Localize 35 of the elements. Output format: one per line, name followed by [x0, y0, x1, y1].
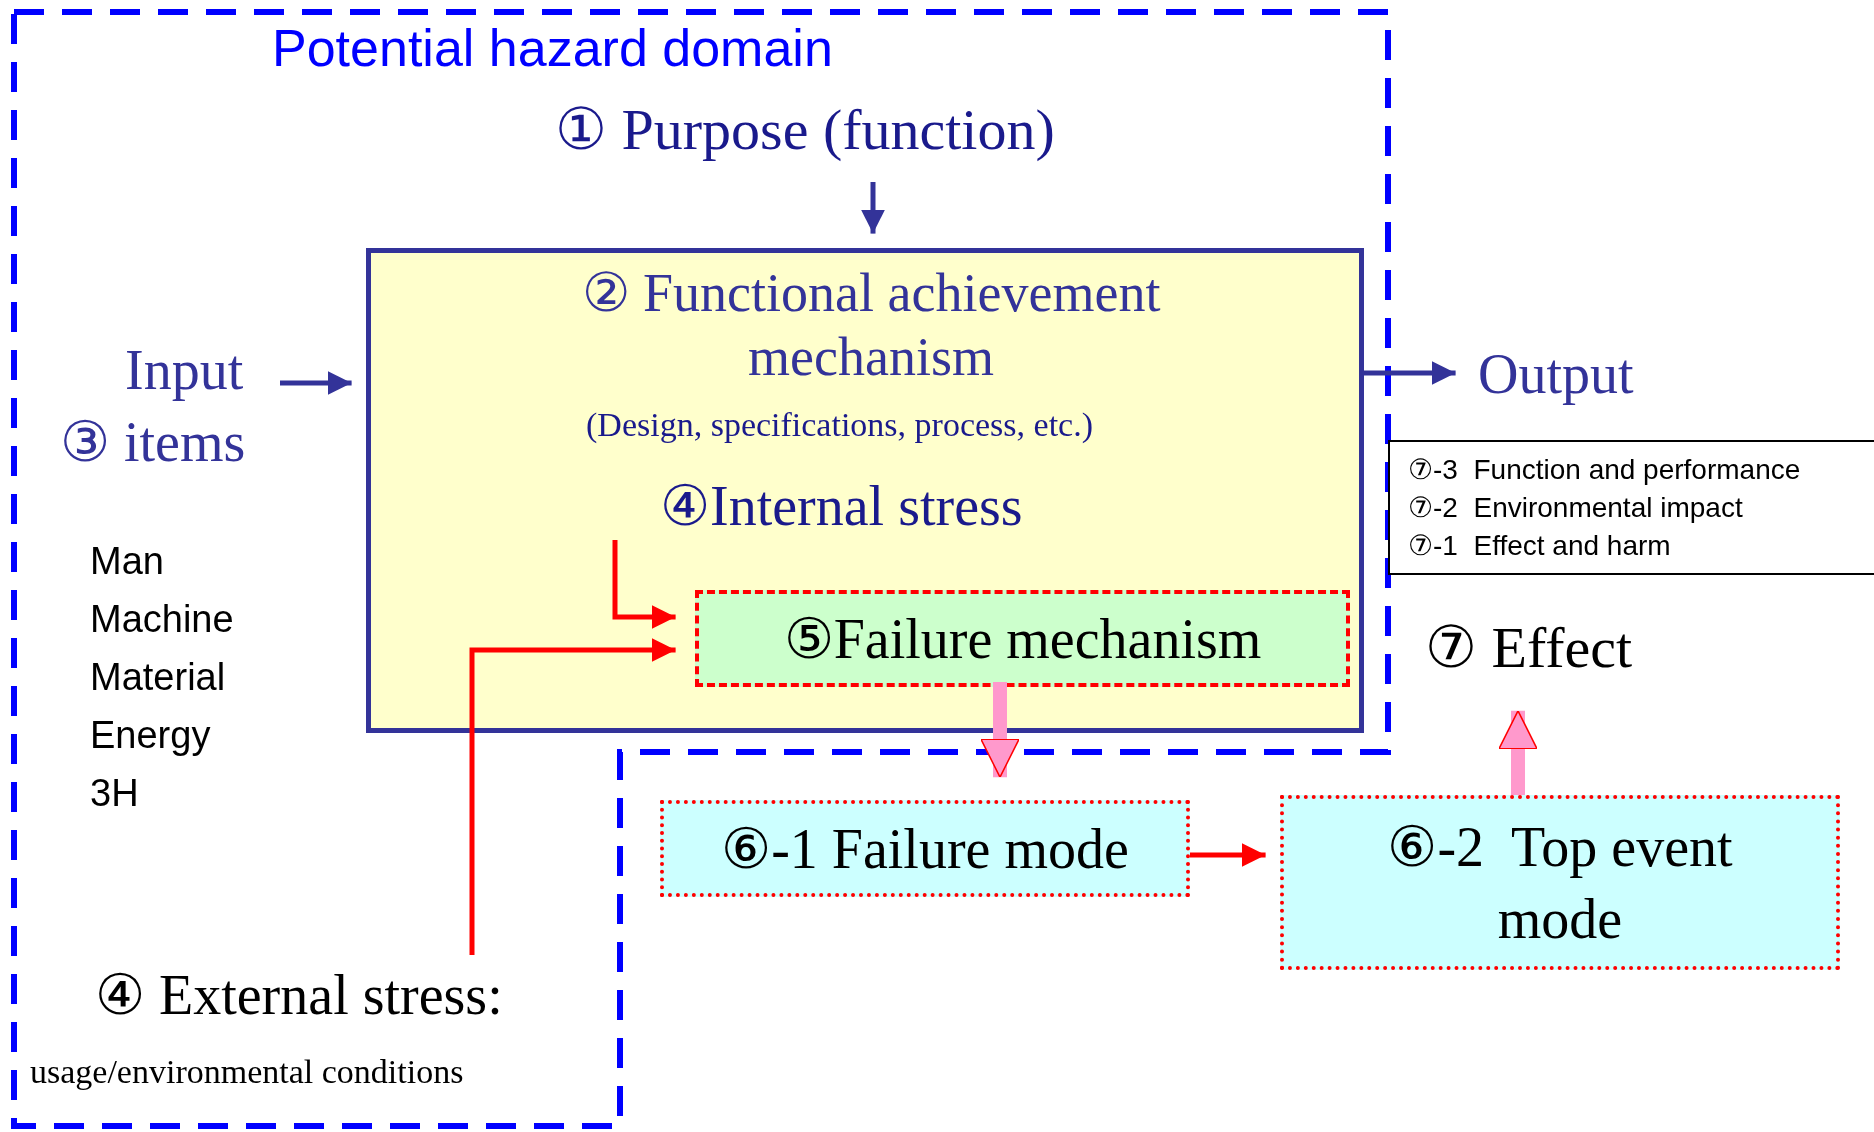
items-label: ③ items: [60, 410, 246, 475]
resource-label: Material: [90, 655, 226, 700]
failure-mode-box: [660, 800, 1190, 897]
purpose-label: ① Purpose (function): [555, 96, 1055, 164]
internal-stress-label: ④Internal stress: [660, 474, 1023, 539]
conditions-label: usage/environmental conditions: [30, 1052, 464, 1092]
resource-label: 3H: [90, 771, 139, 816]
failure-mode-label: ⑥-1 Failure mode: [721, 816, 1129, 882]
mechanism-title: ② Functional achievement mechanism: [580, 262, 1162, 389]
arrow: [469, 638, 676, 955]
top-event-label: ⑥-2 Top event mode: [1386, 814, 1734, 952]
arrow: [280, 371, 352, 395]
mechanism-subtitle: (Design, specifications, process, etc.): [586, 405, 1093, 445]
arrow: [612, 540, 676, 629]
resource-label: Machine: [90, 597, 234, 642]
external-stress-label: ④ External stress:: [95, 963, 503, 1028]
effect-item: ⑦-1 Effect and harm: [1408, 528, 1672, 563]
arrow: [1498, 710, 1538, 795]
failure-mechanism-label: ⑤Failure mechanism: [783, 606, 1262, 672]
domain-title: Potential hazard domain: [272, 18, 833, 79]
top-event-box: [1280, 795, 1840, 970]
resource-label: Man: [90, 539, 164, 584]
arrow: [861, 182, 885, 234]
effect-item: ⑦-2 Environmental impact: [1408, 490, 1744, 525]
output-label: Output: [1478, 342, 1634, 407]
effect-item: ⑦-3 Function and performance: [1408, 452, 1802, 487]
input-label: Input: [125, 338, 244, 403]
arrow: [1190, 843, 1266, 867]
effect-label: ⑦ Effect: [1425, 614, 1633, 682]
resource-label: Energy: [90, 713, 211, 758]
arrow: [1364, 361, 1456, 385]
failure-mechanism-box: [695, 590, 1350, 687]
arrow: [980, 682, 1020, 778]
mechanism-box: [366, 248, 1364, 733]
effect-list-box: [1388, 440, 1874, 575]
